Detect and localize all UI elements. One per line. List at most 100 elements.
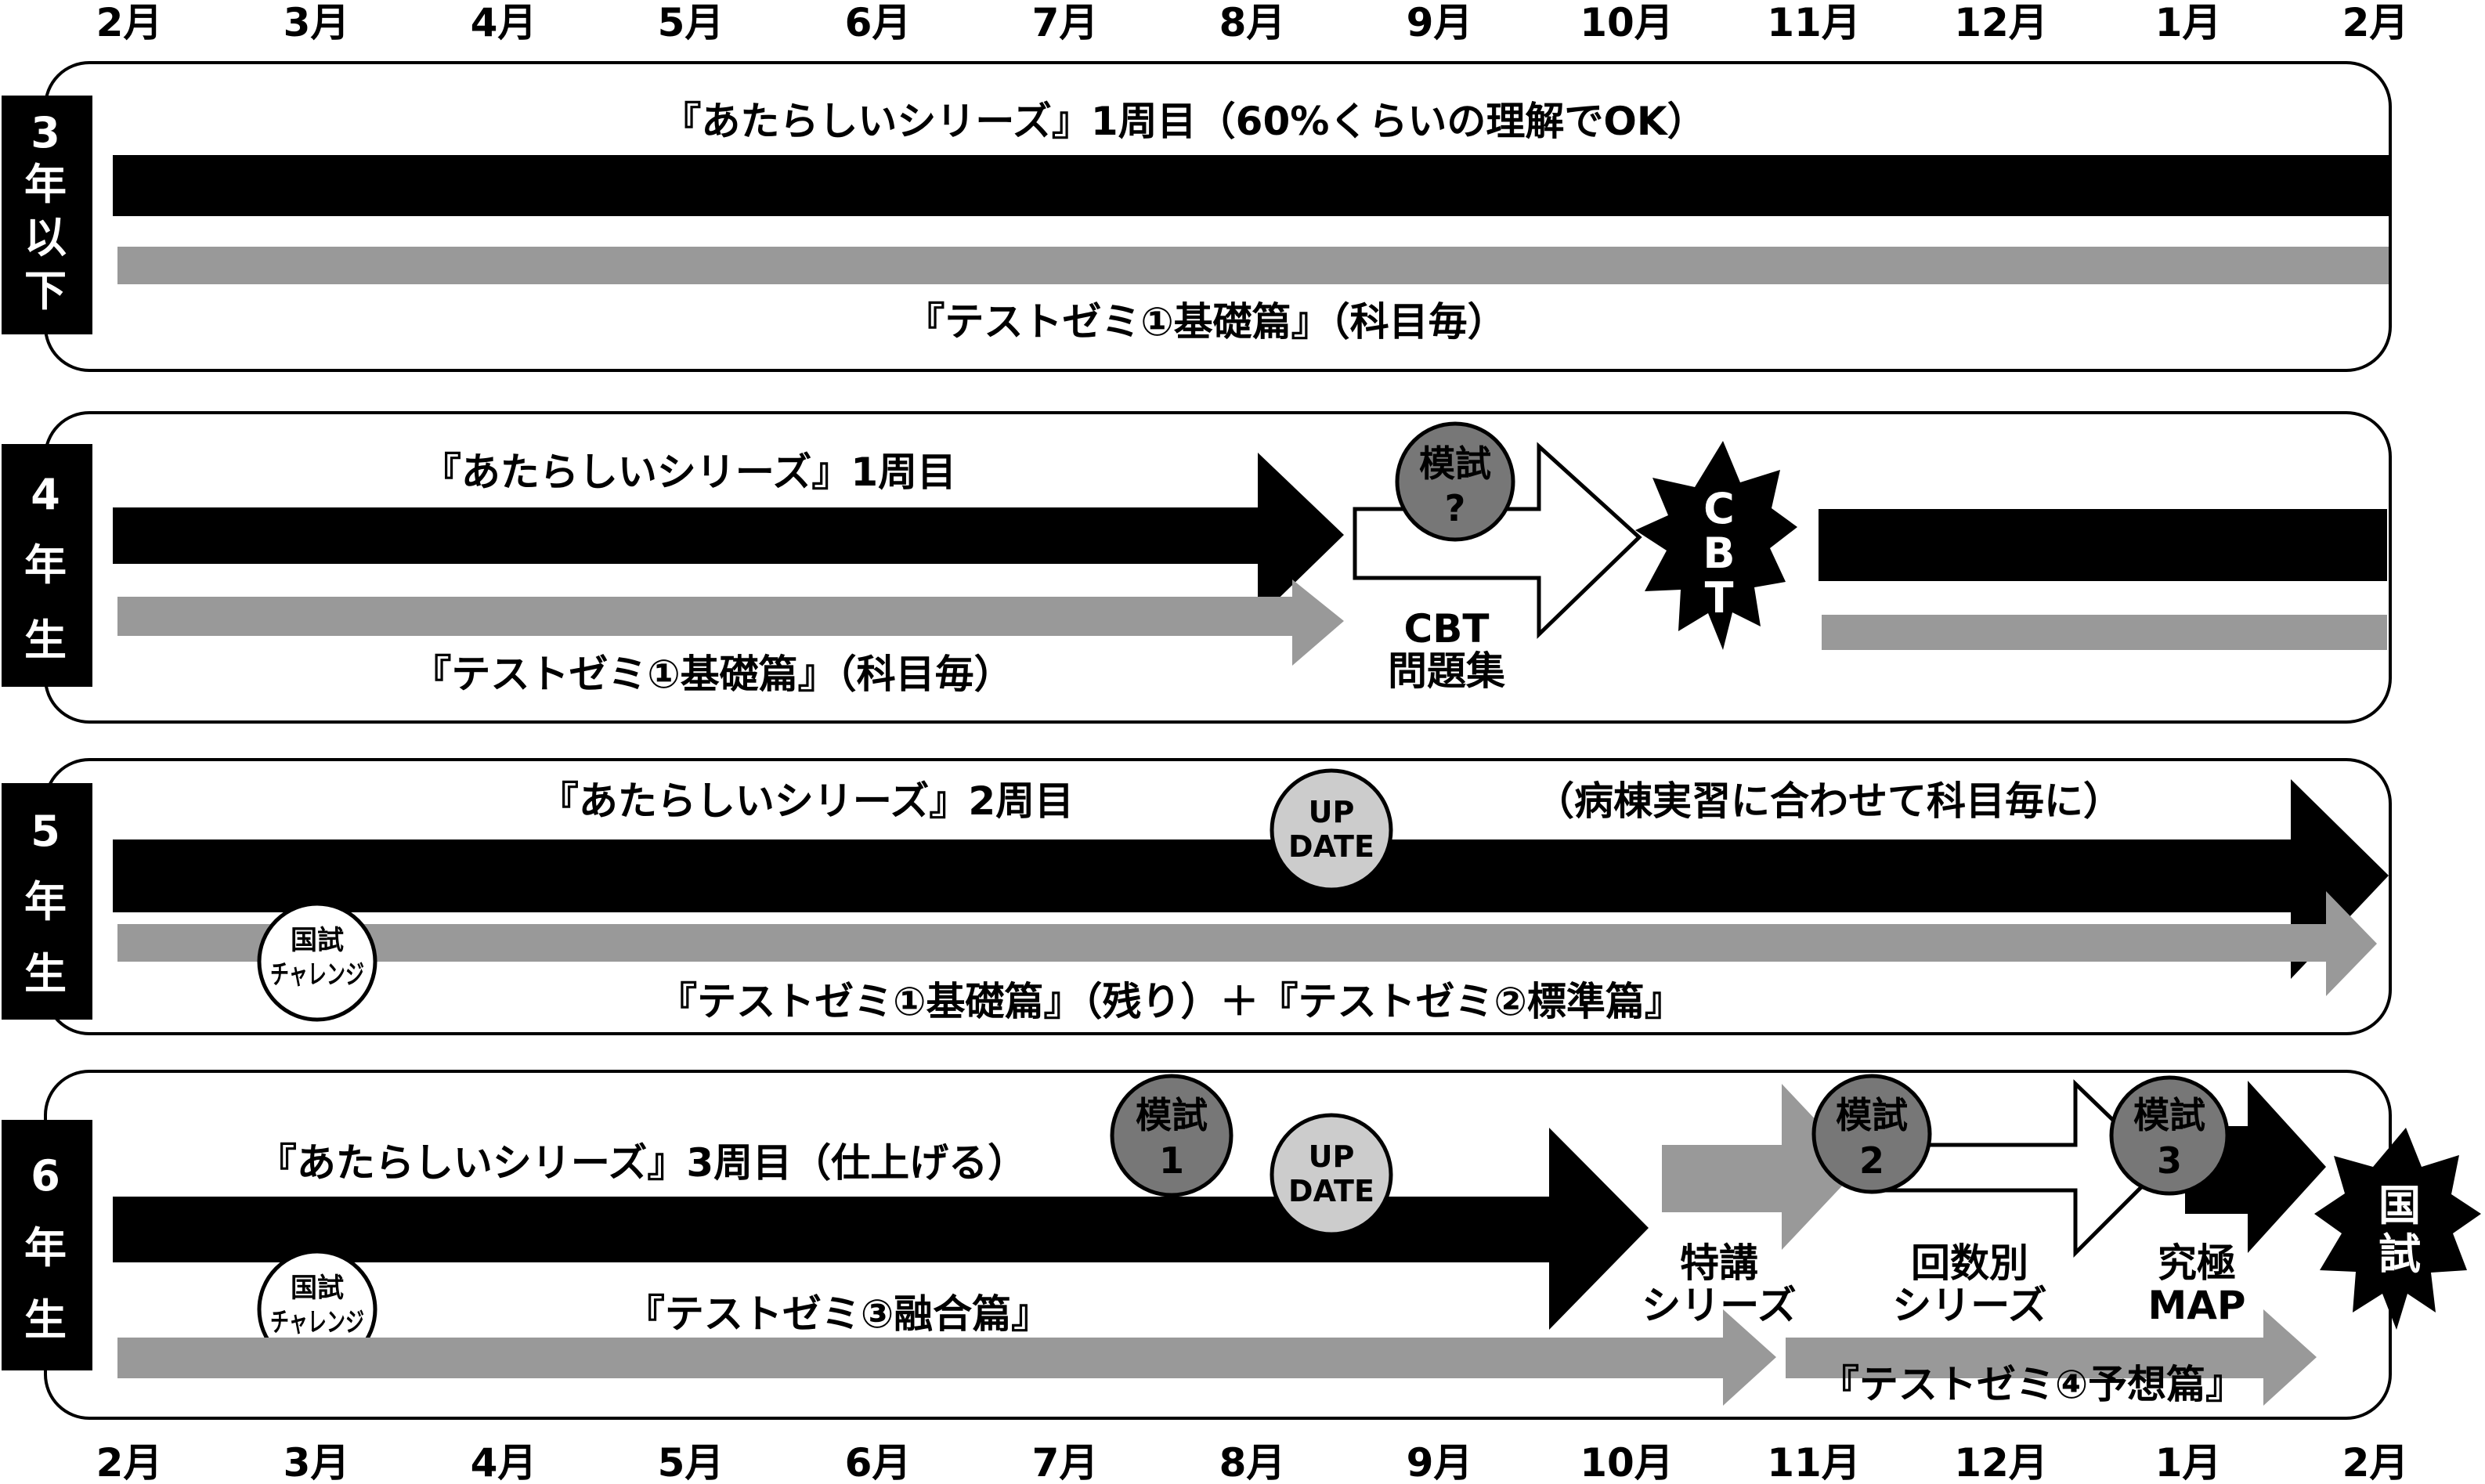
month-bottom-5: 7月	[1032, 1440, 1099, 1484]
atarashii-series-label: 『あたらしいシリーズ』1周目	[422, 450, 956, 495]
tokko-series-line2: シリーズ	[1642, 1283, 1797, 1328]
month-bottom-2: 4月	[471, 1440, 537, 1484]
month-bottom-8: 10月	[1580, 1440, 1674, 1484]
cbt-book-arrow	[1353, 442, 1642, 639]
testzemi-label: 『テストゼミ①基礎篇』（科目毎）	[412, 652, 1013, 697]
grade-tab-char-2: 生	[24, 949, 67, 998]
testzemi-3-arrow	[117, 1309, 1776, 1406]
tokko-series-line1: 特講	[1680, 1240, 1758, 1286]
grade-tab-char-3: 下	[24, 266, 67, 316]
kokushi-challenge-line2: チャレンジ	[270, 1307, 364, 1338]
tokko-series-arrow	[1662, 1084, 1860, 1250]
grade-tab-char-1: 年	[24, 160, 67, 209]
cbt-star-char-0: C	[1703, 484, 1735, 533]
month-bottom-9: 11月	[1767, 1440, 1861, 1484]
month-top-8: 10月	[1580, 0, 1674, 45]
month-bottom-0: 2月	[96, 1440, 163, 1484]
month-axis-top: 2月 3月 4月 5月 6月 7月 8月 9月 10月 11月 12月 1月 2…	[96, 0, 2409, 45]
testzemi-4-arrow	[1786, 1309, 2317, 1406]
month-top-2: 4月	[471, 0, 537, 45]
grade-tab	[2, 783, 92, 1020]
month-top-1: 3月	[284, 0, 350, 45]
mock-exam-badge-line1: 模試	[1419, 442, 1491, 485]
testzemi-label: 『テストゼミ①基礎篇』（科目毎）	[905, 299, 1506, 345]
atarashii-series-label: 『あたらしいシリーズ』2周目	[540, 778, 1074, 824]
grade-tab	[2, 96, 92, 334]
month-bottom-12: 2月	[2342, 1440, 2409, 1484]
kyukyoku-map-line1: 究極	[2158, 1240, 2236, 1286]
row-grade-4: 4 年 生 『あたらしいシリーズ』1周目 『テストゼミ①基礎篇』（科目毎） 模試…	[2, 411, 2392, 724]
grade-tab-char-0: 6	[31, 1151, 60, 1201]
month-top-12: 2月	[2342, 0, 2409, 45]
month-top-11: 1月	[2155, 0, 2222, 45]
update-badge-line2: DATE	[1288, 829, 1374, 864]
kaisu-series-line1: 回数別	[1911, 1240, 2028, 1286]
kokushi-challenge-line1: 国試	[291, 1273, 344, 1304]
atarashii-series-arrow	[113, 1128, 1649, 1330]
month-top-5: 7月	[1032, 0, 1099, 45]
mock-exam-badge	[1395, 421, 1515, 542]
mock-exam-1-line1: 模試	[1136, 1094, 1208, 1136]
month-axis-bottom: 2月 3月 4月 5月 6月 7月 8月 9月 10月 11月 12月 1月 2…	[96, 1440, 2409, 1484]
testzemi-3-label: 『テストゼミ③融合篇』	[626, 1291, 1050, 1337]
testzemi-bar	[117, 247, 2389, 284]
grade-tab	[2, 1120, 92, 1370]
atarashii-series-arrow	[113, 453, 1344, 619]
cbt-star-char-2: T	[1705, 573, 1734, 623]
month-bottom-3: 5月	[658, 1440, 724, 1484]
row-grade-5: 5 年 生 『あたらしいシリーズ』2周目 （病棟実習に合わせて科目毎に） 『テス…	[2, 758, 2392, 1035]
month-top-4: 6月	[845, 0, 912, 45]
grade-tab-char-2: 以	[24, 213, 67, 262]
grade-tab-char-1: 年	[24, 877, 67, 926]
testzemi-label: 『テストゼミ①基礎篇』（残り）＋『テストゼミ②標準篇』	[658, 979, 1684, 1024]
testzemi-4-label: 『テストゼミ④予想篇』	[1820, 1362, 2245, 1407]
month-bottom-10: 12月	[1954, 1440, 2048, 1484]
row-grade-3-and-below: 3 年 以 下 『あたらしいシリーズ』1周目（60%くらいの理解でOK） 『テス…	[2, 61, 2392, 372]
mock-exam-1-badge	[1110, 1074, 1233, 1197]
kokushi-challenge-line2: チャレンジ	[270, 959, 364, 991]
atarashii-series-arrow	[113, 779, 2389, 979]
month-top-6: 8月	[1219, 0, 1286, 45]
row-grade-6: 6 年 生 『あたらしいシリーズ』3周目（仕上げる） 模試 1 UP DATE …	[2, 1070, 2481, 1420]
cbt-star-char-1: B	[1703, 529, 1735, 578]
kyukyoku-map-line2: MAP	[2147, 1283, 2245, 1328]
post-cbt-black-bar	[1819, 509, 2387, 581]
atarashii-series-label: 『あたらしいシリーズ』1周目（60%くらいの理解でOK）	[662, 99, 1706, 144]
grade-tab-char-2: 生	[24, 616, 67, 665]
kokushi-star-char-1: 試	[2378, 1229, 2421, 1279]
month-bottom-11: 1月	[2155, 1440, 2222, 1484]
update-badge	[1270, 768, 1393, 892]
kyukyoku-map-arrow	[2185, 1081, 2326, 1253]
update-badge	[1270, 1113, 1393, 1237]
month-top-10: 12月	[1954, 0, 2048, 45]
kokushi-exam-starburst	[2314, 1128, 2481, 1330]
month-top-0: 2月	[96, 0, 163, 45]
month-top-3: 5月	[658, 0, 724, 45]
mock-exam-2-line1: 模試	[1836, 1094, 1908, 1136]
grade-tab-char-0: 5	[31, 807, 60, 856]
grade-tab-char-1: 年	[24, 1223, 67, 1273]
grade-tab-char-1: 年	[24, 540, 67, 590]
mock-exam-3-line1: 模試	[2133, 1094, 2205, 1136]
month-bottom-6: 8月	[1219, 1440, 1286, 1484]
month-top-7: 9月	[1407, 0, 1473, 45]
kokushi-star-char-0: 国	[2378, 1181, 2421, 1230]
atarashii-series-bar	[113, 155, 2389, 216]
mock-exam-2-badge	[1811, 1074, 1932, 1194]
kaisu-series-line2: シリーズ	[1892, 1283, 2047, 1328]
mock-exam-3-line2: 3	[2157, 1139, 2182, 1182]
grade-tab-char-0: 3	[31, 108, 60, 157]
kaisu-series-arrow	[1877, 1079, 2165, 1258]
testzemi-arrow	[117, 580, 1344, 666]
kokushi-challenge-line1: 国試	[291, 925, 344, 956]
kokushi-challenge-badge	[257, 901, 377, 1022]
month-bottom-1: 3月	[284, 1440, 350, 1484]
month-top-9: 11月	[1767, 0, 1861, 45]
mock-exam-3-badge	[2109, 1075, 2230, 1196]
post-cbt-gray-bar	[1822, 615, 2387, 650]
atarashii-series-label: 『あたらしいシリーズ』3周目（仕上げる）	[258, 1140, 1027, 1186]
month-bottom-7: 9月	[1407, 1440, 1473, 1484]
update-badge-line1: UP	[1309, 1139, 1355, 1174]
month-bottom-4: 6月	[845, 1440, 912, 1484]
